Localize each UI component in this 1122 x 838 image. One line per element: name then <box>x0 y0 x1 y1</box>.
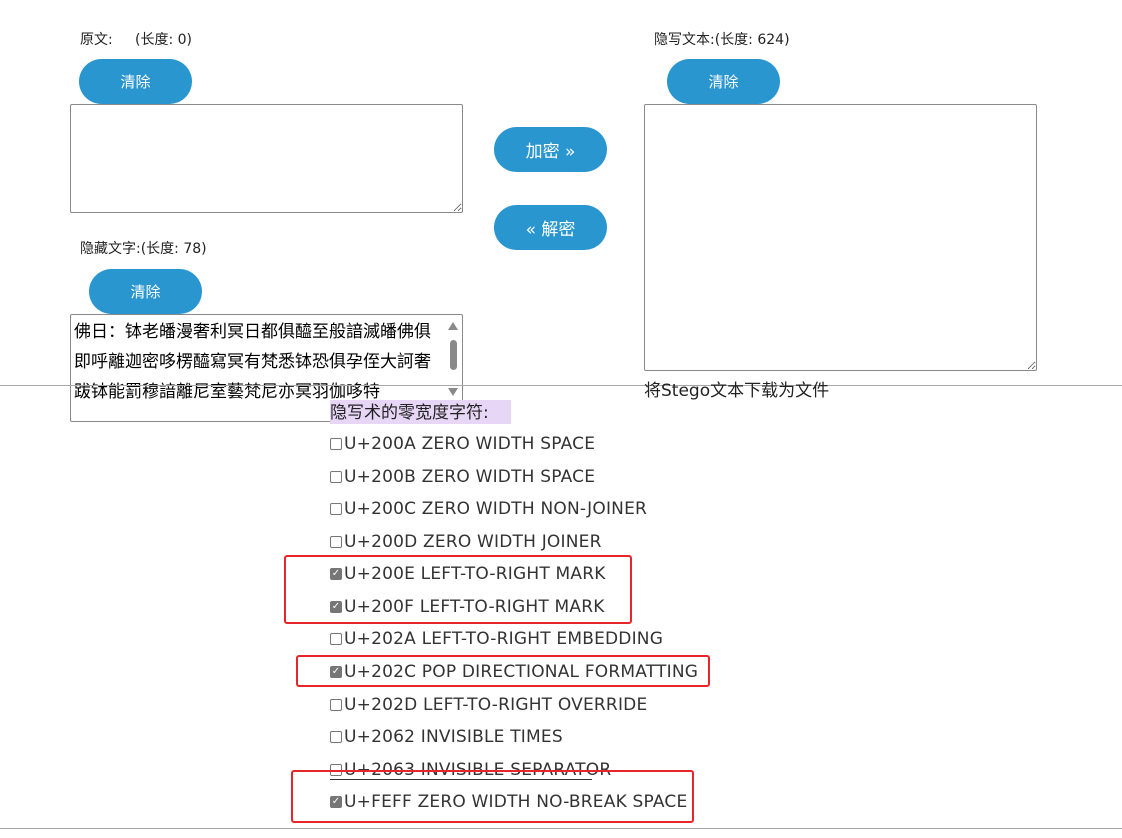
zw-option-label: U+2062 INVISIBLE TIMES <box>344 727 563 747</box>
zw-option-label: U+200C ZERO WIDTH NON-JOINER <box>344 499 648 519</box>
checkbox[interactable] <box>330 536 342 548</box>
zw-option-label: U+200A ZERO WIDTH SPACE <box>344 434 596 454</box>
checkbox[interactable] <box>330 601 342 613</box>
hidden-label: 隐藏文字:(长度: 78) <box>80 241 207 257</box>
original-length: (长度: 0) <box>135 32 192 48</box>
zw-option[interactable]: U+200E LEFT-TO-RIGHT MARK <box>330 562 606 586</box>
divider-top <box>0 385 1122 386</box>
zw-option[interactable]: U+202C POP DIRECTIONAL FORMATTING <box>330 660 698 684</box>
stego-label: 隐写文本:(长度: 624) <box>654 32 790 48</box>
zw-option-label: U+FEFF ZERO WIDTH NO-BREAK SPACE <box>344 792 688 812</box>
zw-option-label: U+202A LEFT-TO-RIGHT EMBEDDING <box>344 629 664 649</box>
encrypt-button[interactable]: 加密 » <box>494 127 607 172</box>
original-label: 原文: <box>80 32 113 48</box>
checkbox[interactable] <box>330 699 342 711</box>
annotation-box-feff <box>291 770 694 823</box>
scroll-thumb[interactable] <box>450 340 457 370</box>
zw-option[interactable]: U+202A LEFT-TO-RIGHT EMBEDDING <box>330 627 663 651</box>
zw-option-label: U+200E LEFT-TO-RIGHT MARK <box>344 564 606 584</box>
download-stego-link[interactable]: 将Stego文本下载为文件 <box>644 381 830 401</box>
scroll-down-arrow-icon[interactable] <box>448 388 458 396</box>
decrypt-button[interactable]: « 解密 <box>494 205 607 250</box>
stego-clear-button[interactable]: 清除 <box>667 59 780 104</box>
checkbox[interactable] <box>330 568 342 580</box>
scroll-up-arrow-icon[interactable] <box>448 322 458 330</box>
zw-option[interactable]: U+200A ZERO WIDTH SPACE <box>330 432 595 456</box>
zw-option-label: U+202D LEFT-TO-RIGHT OVERRIDE <box>344 695 648 715</box>
zw-option-label: U+200D ZERO WIDTH JOINER <box>344 532 602 552</box>
zw-option[interactable]: U+200C ZERO WIDTH NON-JOINER <box>330 497 647 521</box>
zw-option-label: U+200F LEFT-TO-RIGHT MARK <box>344 597 605 617</box>
zw-option-label: U+202C POP DIRECTIONAL FORMATTING <box>344 662 699 682</box>
divider-bottom <box>0 828 1122 829</box>
checkbox[interactable] <box>330 471 342 483</box>
hidden-textarea-scrollbar[interactable] <box>447 322 459 396</box>
zw-option[interactable]: U+FEFF ZERO WIDTH NO-BREAK SPACE <box>330 790 687 814</box>
original-textarea[interactable] <box>70 104 463 213</box>
zw-option[interactable]: U+200B ZERO WIDTH SPACE <box>330 465 595 489</box>
zw-option[interactable]: U+200D ZERO WIDTH JOINER <box>330 530 602 554</box>
annotation-box-202c <box>296 655 710 687</box>
strike-line <box>330 779 592 780</box>
zw-section-title: 隐写术的零宽度字符: <box>330 400 511 424</box>
zw-option[interactable]: U+202D LEFT-TO-RIGHT OVERRIDE <box>330 693 647 717</box>
original-clear-button[interactable]: 清除 <box>79 59 192 104</box>
zw-option[interactable]: U+2062 INVISIBLE TIMES <box>330 725 563 749</box>
checkbox[interactable] <box>330 796 342 808</box>
checkbox[interactable] <box>330 438 342 450</box>
checkbox[interactable] <box>330 503 342 515</box>
stego-textarea[interactable] <box>644 104 1037 371</box>
hidden-clear-button[interactable]: 清除 <box>89 269 202 314</box>
hidden-textarea[interactable] <box>70 314 463 422</box>
checkbox[interactable] <box>330 731 342 743</box>
zw-option[interactable]: U+200F LEFT-TO-RIGHT MARK <box>330 595 605 619</box>
checkbox[interactable] <box>330 666 342 678</box>
annotation-box-200e-200f <box>284 555 632 624</box>
zw-option-label: U+200B ZERO WIDTH SPACE <box>344 467 596 487</box>
checkbox[interactable] <box>330 633 342 645</box>
